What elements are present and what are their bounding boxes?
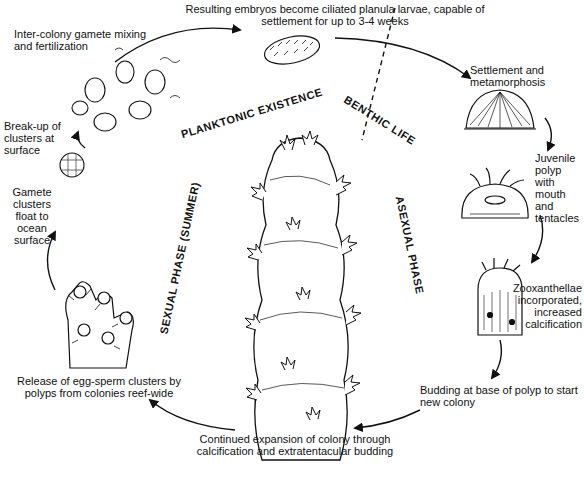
stage-label: Inter-colony gamete mixing and fertiliza…: [14, 28, 154, 52]
stage-label: Zooxanthellae incorporated, increased ca…: [492, 282, 582, 330]
gamete-clusters: [72, 48, 180, 131]
stage-label: Continued expansion of colony through ca…: [170, 433, 420, 457]
phase-label: PLANKTONIC EXISTENCE: [180, 86, 324, 141]
cycle-arrow: [77, 132, 85, 148]
planula-larva: [262, 31, 322, 68]
cycle-arrow: [545, 118, 551, 150]
cycle-arrow: [335, 38, 470, 78]
stage-label: Juvenile polyp with mouth and tentacles: [535, 152, 583, 224]
stage-label: Gamete clusters float to ocean surface: [4, 186, 60, 246]
stage-label: Budding at base of polyp to start new co…: [420, 384, 582, 408]
spawning-colony: [66, 282, 134, 368]
young-colony: [478, 258, 522, 335]
cycle-arrow: [492, 340, 501, 378]
juvenile-polyp: [462, 168, 528, 218]
stage-label: Break-up of clusters at surface: [4, 120, 70, 156]
phase-label: BENTHIC LIFE: [342, 93, 418, 147]
gamete-bundle: [60, 153, 84, 177]
phase-label: SEXUAL PHASE (SUMMER): [158, 181, 202, 335]
stage-label: Release of egg-sperm clusters by polyps …: [4, 375, 194, 399]
coral-colony: [245, 131, 361, 460]
phase-label: ASEXUAL PHASE: [394, 195, 426, 295]
settled-larva: [464, 90, 536, 129]
cycle-arrow: [355, 410, 420, 428]
stage-label: Resulting embryos become ciliated planul…: [170, 3, 500, 27]
stage-label: Settlement and metamorphosis: [470, 64, 580, 88]
cycle-arrow: [150, 400, 235, 430]
